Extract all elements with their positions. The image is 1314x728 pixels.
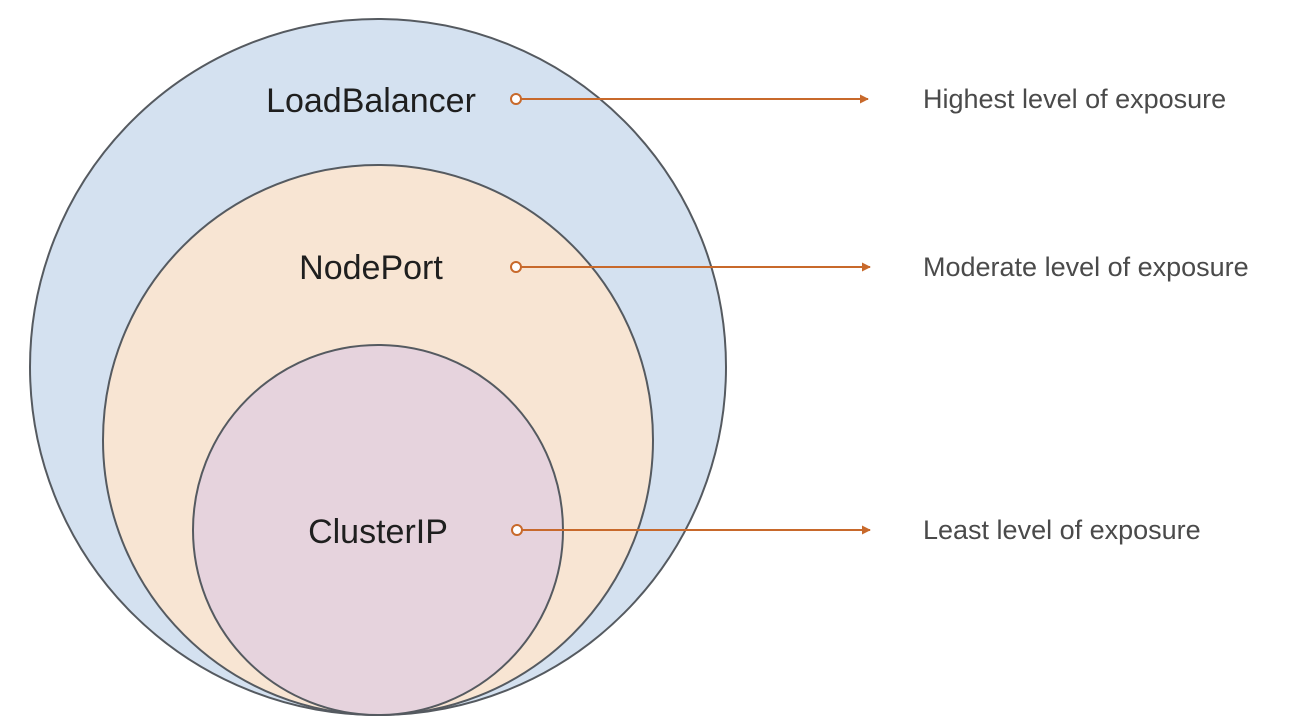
clusterip-label: ClusterIP [308,513,448,551]
loadbalancer-label: LoadBalancer [266,82,476,120]
nodeport-exposure-label: Moderate level of exposure [923,252,1249,282]
nodeport-connector-origin [510,261,522,273]
nodeport-label: NodePort [299,249,443,287]
clusterip-exposure-label: Least level of exposure [923,515,1201,545]
loadbalancer-exposure-label: Highest level of exposure [923,84,1226,114]
clusterip-connector-origin [511,524,523,536]
loadbalancer-connector-origin [510,93,522,105]
